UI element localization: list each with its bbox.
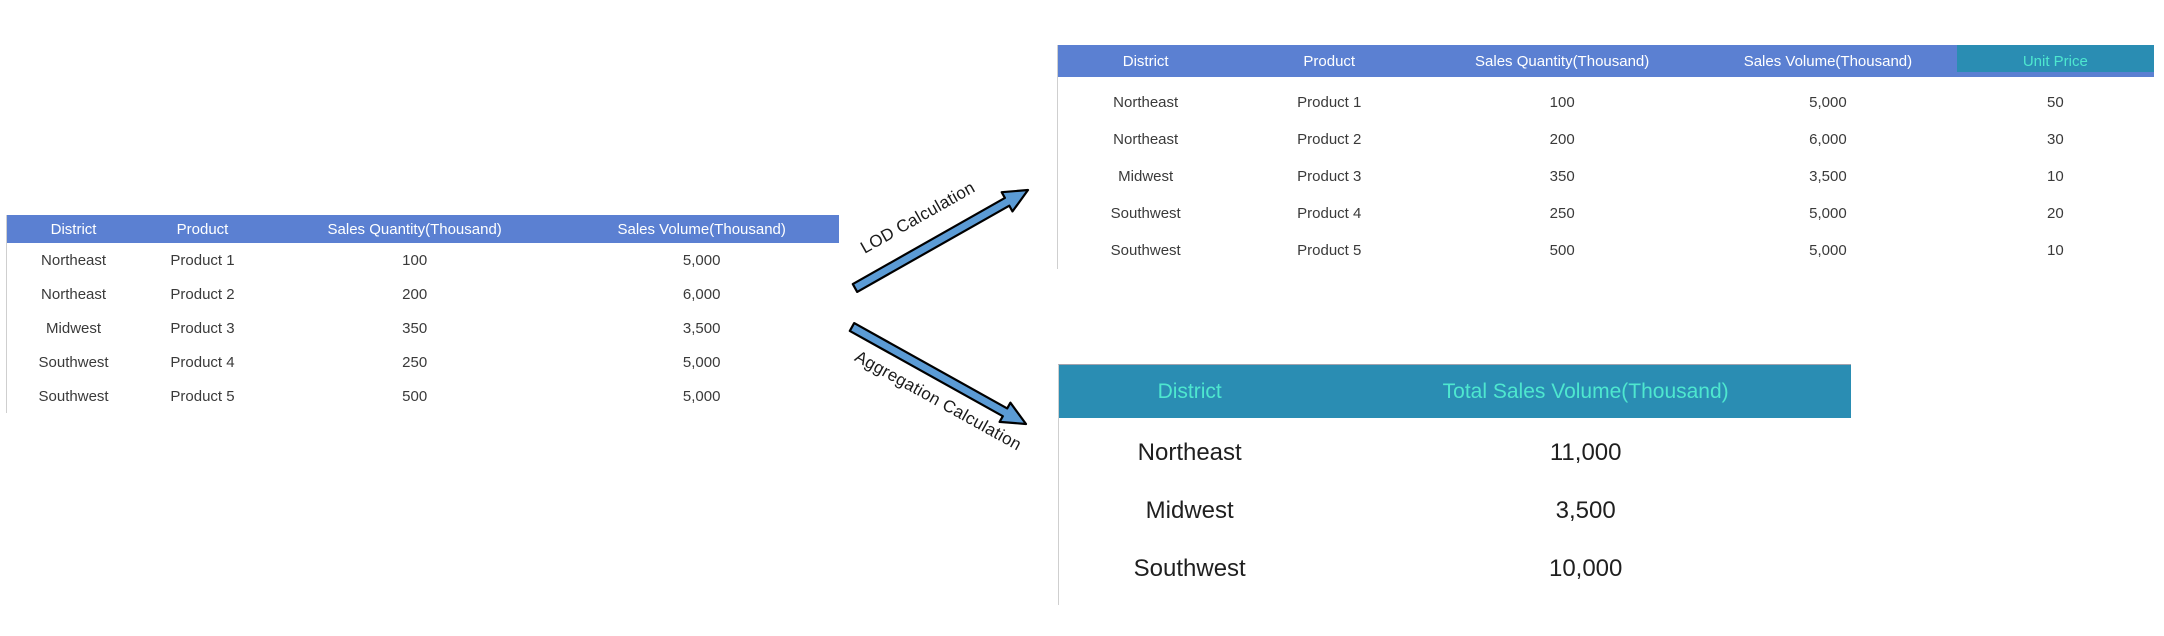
table-cell: Northeast xyxy=(41,285,107,303)
table-cell: 5,000 xyxy=(682,251,721,269)
lod-result-table: District Product Sales Quantity(Thousand) S… xyxy=(1057,45,2154,269)
table-cell: Midwest xyxy=(1145,497,1234,524)
column-header: Sales Quantity(Thousand) xyxy=(327,220,502,238)
table-row: Southwest Product 5 500 5,000 xyxy=(7,379,839,413)
column-header: Sales Volume(Thousand) xyxy=(617,220,786,238)
table-cell: 20 xyxy=(2046,205,2064,222)
column-header: Product xyxy=(1303,52,1356,70)
column-header: Sales Volume(Thousand) xyxy=(1743,52,1913,70)
table-cell: 250 xyxy=(1549,205,1575,222)
table-cell: Southwest xyxy=(1110,205,1181,222)
table-cell: 3,500 xyxy=(1555,497,1616,524)
column-header: District xyxy=(1122,52,1169,70)
table-cell: 6,000 xyxy=(682,285,721,303)
table-cell: 30 xyxy=(2046,131,2064,148)
table-cell: 5,000 xyxy=(682,387,721,405)
table-cell: 10 xyxy=(2046,168,2064,185)
table-cell: 6,000 xyxy=(1809,131,1847,148)
table-cell: Northeast xyxy=(1113,94,1179,111)
table-cell: Northeast xyxy=(1113,131,1179,148)
table-row: Southwest Product 4 250 5,000 xyxy=(7,345,839,379)
table-row: Northeast 11,000 xyxy=(1059,424,1851,482)
column-header: Product xyxy=(176,220,229,238)
table-row: Northeast Product 2 200 6,000 xyxy=(7,277,839,311)
table-row: Midwest Product 3 350 3,500 10 xyxy=(1058,158,2154,195)
table-cell: 100 xyxy=(402,251,428,269)
table-cell: Product 1 xyxy=(1297,94,1362,111)
table-cell: Product 2 xyxy=(1297,131,1362,148)
source-table: District Product Sales Quantity(Thousand) S… xyxy=(6,215,839,413)
table-cell: 5,000 xyxy=(682,353,721,371)
table-cell: Northeast xyxy=(1137,439,1242,466)
table-cell: Product 3 xyxy=(170,319,235,337)
table-row: Southwest Product 5 500 5,000 10 xyxy=(1058,232,2154,269)
table-cell: 100 xyxy=(1549,94,1575,111)
table-cell: 50 xyxy=(2046,94,2064,111)
table-cell: Southwest xyxy=(1110,242,1181,259)
table-cell: Product 2 xyxy=(170,285,235,303)
table-cell: 5,000 xyxy=(1809,94,1847,111)
lod-arrow-label: LOD Calculation xyxy=(857,177,979,258)
table-row: Northeast Product 1 100 5,000 xyxy=(7,243,839,277)
table-cell: 250 xyxy=(402,353,428,371)
table-cell: 500 xyxy=(1549,242,1575,259)
table-cell: 350 xyxy=(1549,168,1575,185)
table-cell: 500 xyxy=(402,387,428,405)
table-cell: 200 xyxy=(1549,131,1575,148)
table-cell: 350 xyxy=(402,319,428,337)
table-cell: 11,000 xyxy=(1549,439,1622,466)
column-header: Unit Price xyxy=(1956,45,2154,77)
table-cell: Midwest xyxy=(46,319,102,337)
table-cell: Northeast xyxy=(41,251,107,269)
table-cell: Midwest xyxy=(1118,168,1174,185)
table-header-row: District Product Sales Quantity(Thousand) S… xyxy=(1058,45,2154,77)
table-row: Southwest Product 4 250 5,000 20 xyxy=(1058,195,2154,232)
column-header: Sales Quantity(Thousand) xyxy=(1475,52,1650,70)
column-header: District xyxy=(50,220,97,238)
table-cell: 3,500 xyxy=(682,319,721,337)
table-row: Northeast Product 2 200 6,000 30 xyxy=(1058,121,2154,158)
table-cell: Product 4 xyxy=(1297,205,1362,222)
table-row: Midwest Product 3 350 3,500 xyxy=(7,311,839,345)
table-cell: Southwest xyxy=(38,353,109,371)
aggregation-result-table: District Total Sales Volume(Thousand) Nort… xyxy=(1058,364,1851,605)
table-cell: Product 5 xyxy=(170,387,235,405)
table-cell: Product 5 xyxy=(1297,242,1362,259)
table-row: Southwest 10,000 xyxy=(1059,540,1851,598)
table-cell: 200 xyxy=(402,285,428,303)
table-cell: Southwest xyxy=(1133,555,1246,582)
aggregation-arrow-label: Aggregation Calculation xyxy=(851,346,1025,455)
table-cell: Product 3 xyxy=(1297,168,1362,185)
table-header-row: District Product Sales Quantity(Thousand) S… xyxy=(7,215,839,243)
table-cell: 10,000 xyxy=(1548,555,1623,582)
table-cell: 5,000 xyxy=(1809,242,1847,259)
table-header-row: District Total Sales Volume(Thousand) xyxy=(1059,365,1851,418)
table-cell: Product 1 xyxy=(170,251,235,269)
table-cell: Southwest xyxy=(38,387,109,405)
table-cell: Product 4 xyxy=(170,353,235,371)
table-row: Northeast Product 1 100 5,000 50 xyxy=(1058,84,2154,121)
column-header: District xyxy=(1157,380,1222,403)
table-row: Midwest 3,500 xyxy=(1059,482,1851,540)
table-cell: 5,000 xyxy=(1809,205,1847,222)
table-cell: 3,500 xyxy=(1809,168,1847,185)
table-cell: 10 xyxy=(2046,242,2064,259)
column-header: Total Sales Volume(Thousand) xyxy=(1442,380,1729,403)
